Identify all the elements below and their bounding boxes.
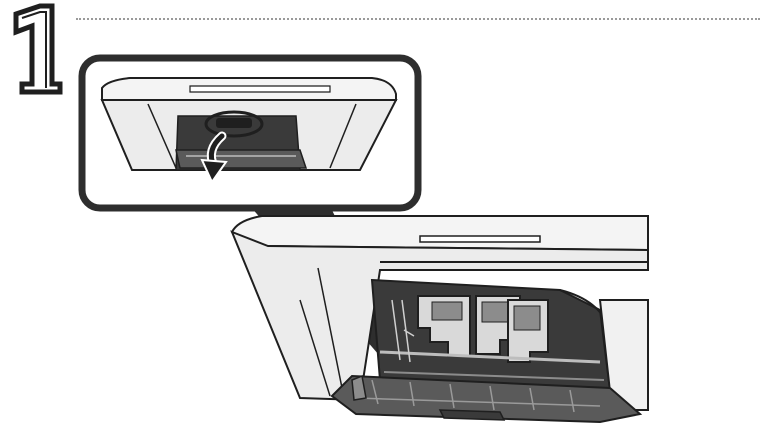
step-number-graphic: [13, 3, 63, 95]
zoom-callout: [78, 54, 422, 212]
down-arrow-icon: [200, 131, 228, 185]
callout-printer: [100, 77, 398, 171]
dotted-separator: [76, 18, 760, 20]
front-cover-open: [330, 374, 643, 424]
step-number: 1: [0, 0, 68, 96]
ink-cartridges: [379, 295, 605, 381]
